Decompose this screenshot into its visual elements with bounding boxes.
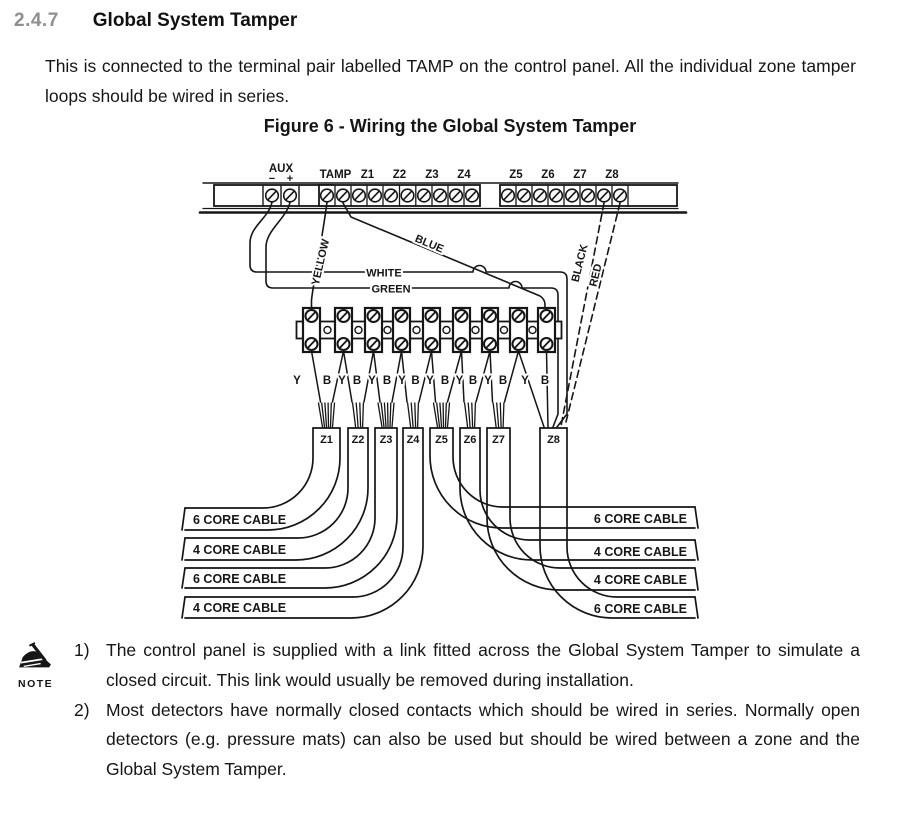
section-heading: 2.4.7 Global System Tamper (14, 10, 297, 32)
cable-label-right-2: 4 CORE CABLE (594, 545, 687, 559)
svg-text:B: B (411, 375, 419, 387)
note-icon-label: NOTE (18, 678, 54, 690)
svg-text:Z7: Z7 (492, 434, 505, 446)
yellow-wire-label: YELLOW (310, 237, 332, 286)
aux-minus-label: − (269, 173, 275, 185)
svg-text:Z1: Z1 (320, 434, 333, 446)
svg-text:B: B (541, 375, 549, 387)
figure-caption: Figure 6 - Wiring the Global System Tamp… (263, 116, 637, 136)
section-title: Global System Tamper (92, 10, 298, 31)
cable-label-right-3: 4 CORE CABLE (594, 573, 687, 587)
svg-text:B: B (323, 375, 331, 387)
panel-labels: AUX − + TAMP Z1 Z2 Z3 Z4 Z5 Z6 Z7 Z8 (269, 163, 620, 185)
svg-text:B: B (353, 375, 361, 387)
green-wire (265, 201, 559, 428)
blue-wire-label: BLUE (413, 233, 445, 256)
green-wire-label: GREEN (371, 284, 410, 296)
terminal-label-z7: Z7 (573, 169, 586, 181)
terminal-label-z8: Z8 (605, 169, 619, 181)
cable-label-left-2: 4 CORE CABLE (193, 543, 286, 557)
svg-text:Y: Y (338, 375, 346, 387)
svg-text:Z2: Z2 (352, 434, 365, 446)
blue-wire (342, 202, 546, 312)
svg-text:B: B (469, 375, 477, 387)
svg-text:B: B (383, 375, 391, 387)
svg-text:Y: Y (426, 375, 434, 387)
note-item-2: 2) Most detectors have normally closed c… (74, 696, 860, 785)
svg-text:Y: Y (293, 375, 301, 387)
notes-section: NOTE 1) The control panel is supplied wi… (16, 636, 860, 785)
terminal-label-z3: Z3 (425, 169, 438, 181)
black-wire-label: BLACK (570, 243, 591, 283)
cable-label-left-3: 6 CORE CABLE (193, 572, 286, 586)
svg-text:B: B (441, 375, 449, 387)
terminal-label-tamp: TAMP (320, 169, 352, 181)
red-wire-label: RED (587, 263, 604, 288)
cable-label-left-4: 4 CORE CABLE (193, 601, 286, 615)
note-icon-column: NOTE (16, 636, 74, 785)
zone-cables (181, 427, 699, 619)
note-number: 2) (74, 699, 90, 720)
white-wire-label: WHITE (366, 268, 401, 280)
terminal-label-z2: Z2 (393, 169, 406, 181)
note-item-1: 1) The control panel is supplied with a … (74, 636, 860, 696)
svg-text:Z6: Z6 (464, 434, 477, 446)
svg-text:Z3: Z3 (380, 434, 393, 446)
note-text: Most detectors have normally closed cont… (106, 699, 860, 780)
svg-text:Y: Y (521, 375, 529, 387)
note-icon (19, 642, 51, 668)
terminal-label-z5: Z5 (509, 169, 523, 181)
zone-feed-wires (310, 350, 549, 428)
note-items: 1) The control panel is supplied with a … (74, 636, 860, 785)
svg-text:Y: Y (484, 375, 492, 387)
terminal-label-z6: Z6 (541, 169, 554, 181)
zone-labels: Z1 Z2 Z3 Z4 Z5 Z6 Z7 Z8 (320, 434, 560, 446)
svg-text:Y: Y (368, 375, 376, 387)
cable-label-right-1: 6 CORE CABLE (594, 512, 687, 526)
svg-text:Y: Y (398, 375, 406, 387)
svg-text:Z8: Z8 (547, 434, 560, 446)
section-number: 2.4.7 (14, 10, 59, 31)
cable-strands (317, 402, 505, 428)
yb-letter-row: Y B Y B Y B Y B Y B Y B Y B Y B (291, 373, 551, 389)
wire-labels: YELLOW BLUE WHITE GREEN BLACK RED (308, 231, 607, 298)
terminal-block (295, 306, 563, 354)
svg-text:Z5: Z5 (435, 434, 448, 446)
panel-wires (249, 201, 621, 428)
svg-text:Y: Y (456, 375, 464, 387)
aux-label: AUX (269, 163, 294, 175)
intro-paragraph: This is connected to the terminal pair l… (45, 56, 856, 106)
terminal-label-z4: Z4 (457, 169, 471, 181)
yellow-wire (310, 201, 328, 312)
cable-labels: 6 CORE CABLE 4 CORE CABLE 6 CORE CABLE 4… (193, 512, 687, 616)
black-wire (560, 202, 605, 427)
red-wire (564, 202, 621, 427)
cable-label-left-1: 6 CORE CABLE (193, 513, 286, 527)
aux-plus-label: + (287, 173, 293, 185)
cable-label-right-4: 6 CORE CABLE (594, 602, 687, 616)
white-wire (249, 201, 568, 428)
terminal-label-z1: Z1 (361, 169, 375, 181)
svg-text:B: B (499, 375, 507, 387)
note-text: The control panel is supplied with a lin… (106, 640, 860, 690)
note-number: 1) (74, 640, 90, 660)
svg-text:Z4: Z4 (407, 434, 421, 446)
